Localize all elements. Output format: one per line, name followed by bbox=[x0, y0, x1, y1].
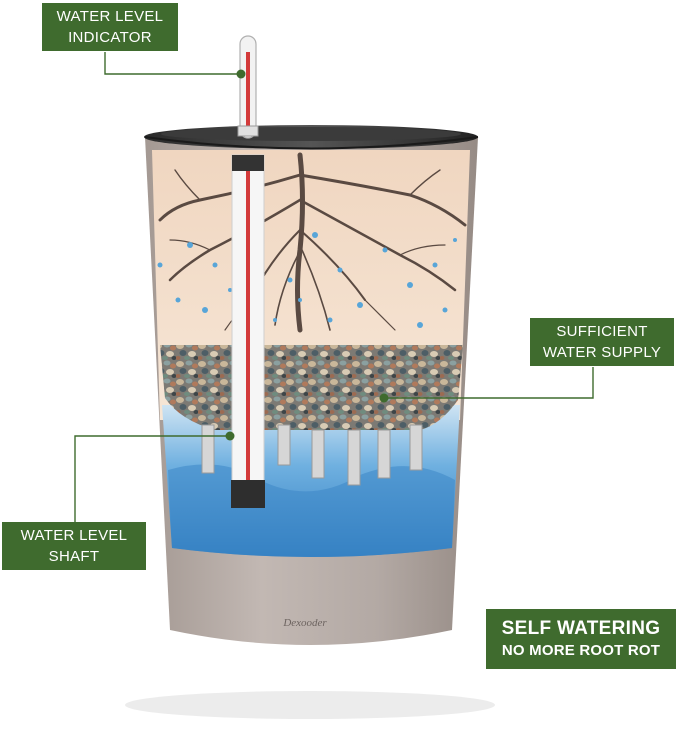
self-watering-tagline: SELF WATERING NO MORE ROOT ROT bbox=[486, 609, 676, 669]
root-system bbox=[158, 152, 467, 333]
wick-feet bbox=[201, 424, 423, 486]
pebble-layer bbox=[160, 345, 463, 430]
water-droplets bbox=[157, 232, 457, 333]
water-level-shaft-line1: WATER LEVEL bbox=[20, 527, 128, 544]
water-level-indicator-label: WATER LEVEL INDICATOR bbox=[42, 3, 178, 51]
sufficient-water-supply-line1: SUFFICIENT bbox=[556, 323, 648, 340]
shaft-top-cap bbox=[232, 155, 264, 171]
shaft-red-rod bbox=[246, 171, 250, 481]
shaft-float bbox=[231, 480, 265, 508]
pot-rim-inner bbox=[161, 127, 461, 141]
water-level-indicator-line1: WATER LEVEL bbox=[56, 8, 164, 25]
leader-dots bbox=[225, 69, 389, 441]
sufficient-water-supply-line2: WATER SUPPLY bbox=[542, 344, 662, 361]
water-level-indicator-line2: INDICATOR bbox=[68, 29, 152, 46]
brand-logo: Dexooder bbox=[282, 617, 327, 629]
leader-lines bbox=[74, 52, 594, 522]
water-level-shaft-line2: SHAFT bbox=[48, 548, 100, 565]
sufficient-water-supply-label: SUFFICIENT WATER SUPPLY bbox=[530, 318, 674, 366]
floor-shadow bbox=[125, 691, 495, 719]
tagline-line1: SELF WATERING bbox=[501, 618, 661, 639]
water-level-shaft-label: WATER LEVEL SHAFT bbox=[2, 522, 146, 570]
indicator-red-rod bbox=[246, 52, 250, 132]
tagline-line2: NO MORE ROOT ROT bbox=[501, 642, 661, 659]
